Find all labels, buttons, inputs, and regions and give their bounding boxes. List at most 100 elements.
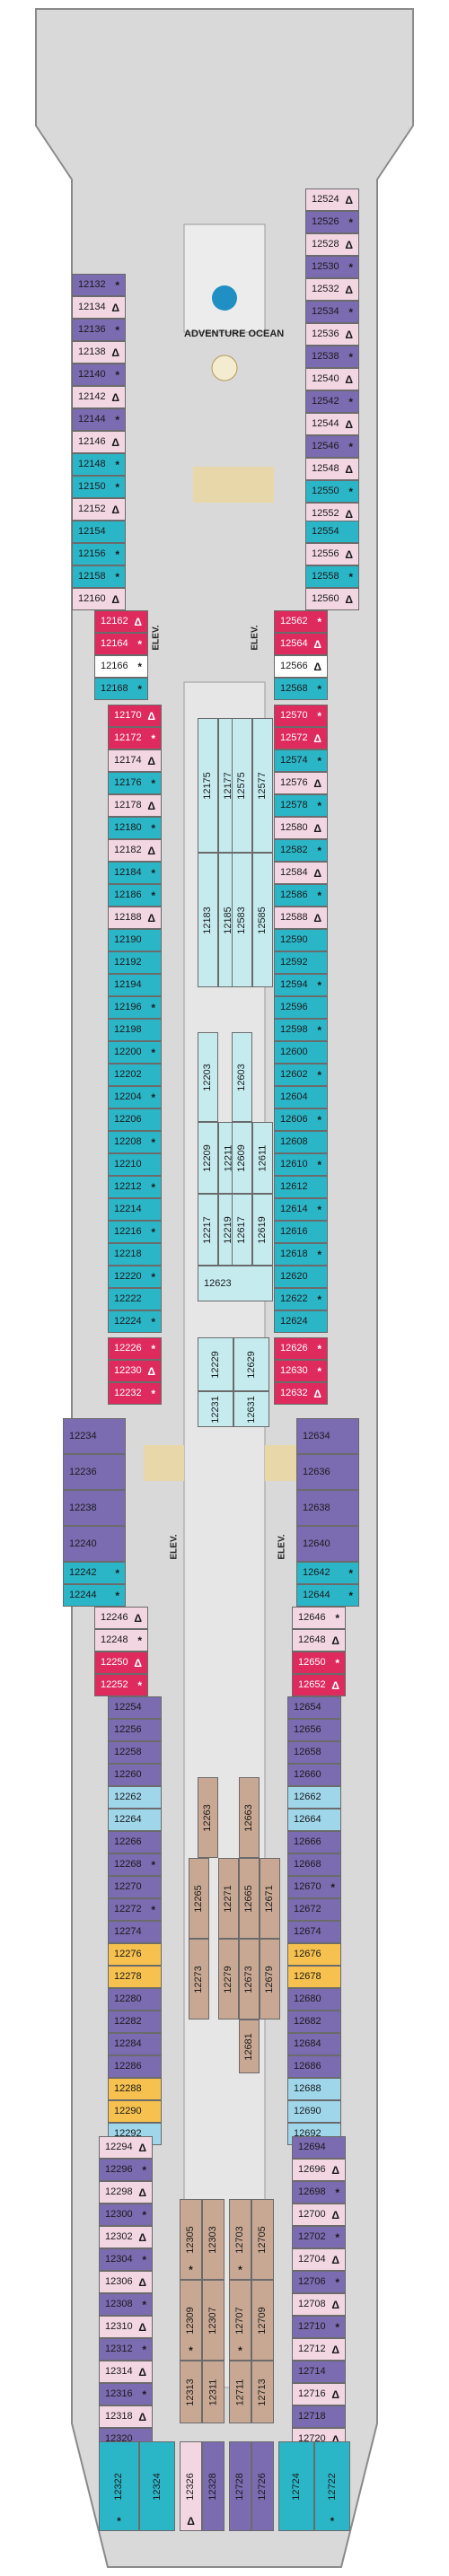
cabin-12662[interactable]: 12662 — [287, 1786, 341, 1809]
cabin-12682[interactable]: 12682 — [287, 2011, 341, 2033]
cabin-12680[interactable]: 12680 — [287, 1988, 341, 2011]
cabin-12726[interactable]: 12726 — [251, 2441, 274, 2531]
cabin-12681[interactable]: 12681 — [239, 2020, 260, 2073]
cabin-12156[interactable]: 12156* — [72, 543, 126, 565]
cabin-12664[interactable]: 12664 — [287, 1809, 341, 1831]
cabin-12620[interactable]: 12620 — [274, 1266, 328, 1288]
cabin-12728[interactable]: 12728 — [229, 2441, 251, 2531]
cabin-12194[interactable]: 12194 — [108, 974, 162, 996]
cabin-12204[interactable]: 12204* — [108, 1086, 162, 1108]
cabin-12634[interactable]: 12634 — [296, 1418, 359, 1454]
cabin-12618[interactable]: 12618* — [274, 1243, 328, 1266]
cabin-12604[interactable]: 12604 — [274, 1086, 328, 1108]
cabin-12166[interactable]: 12166* — [94, 655, 148, 678]
cabin-12684[interactable]: 12684 — [287, 2033, 341, 2055]
cabin-12300[interactable]: 12300* — [99, 2204, 153, 2226]
cabin-12658[interactable]: 12658 — [287, 1741, 341, 1764]
cabin-12132[interactable]: 12132* — [72, 274, 126, 296]
cabin-12308[interactable]: 12308* — [99, 2293, 153, 2316]
cabin-12186[interactable]: 12186* — [108, 884, 162, 907]
cabin-12224[interactable]: 12224* — [108, 1310, 162, 1333]
cabin-12592[interactable]: 12592 — [274, 951, 328, 974]
cabin-12711[interactable]: 12711 — [229, 2361, 251, 2423]
cabin-12670[interactable]: 12670* — [287, 1876, 341, 1898]
cabin-12577[interactable]: 12577 — [252, 718, 273, 853]
cabin-12286[interactable]: 12286 — [108, 2055, 162, 2078]
cabin-12240[interactable]: 12240 — [63, 1526, 126, 1562]
cabin-12307[interactable]: 12307 — [202, 2280, 224, 2361]
cabin-12288[interactable]: 12288 — [108, 2078, 162, 2100]
cabin-12650[interactable]: 12650* — [292, 1652, 346, 1674]
cabin-12575[interactable]: 12575 — [232, 718, 252, 853]
cabin-12568[interactable]: 12568* — [274, 678, 328, 700]
cabin-12611[interactable]: 12611 — [252, 1122, 273, 1194]
cabin-12282[interactable]: 12282 — [108, 2011, 162, 2033]
cabin-12168[interactable]: 12168* — [94, 678, 148, 700]
cabin-12636[interactable]: 12636 — [296, 1454, 359, 1490]
cabin-12558[interactable]: 12558* — [305, 565, 359, 588]
cabin-12694[interactable]: 12694 — [292, 2136, 346, 2159]
cabin-12274[interactable]: 12274 — [108, 1921, 162, 1943]
cabin-12229[interactable]: 12229 — [198, 1337, 233, 1391]
cabin-12630[interactable]: 12630* — [274, 1360, 328, 1382]
cabin-12622[interactable]: 12622* — [274, 1288, 328, 1310]
cabin-12309[interactable]: 12309* — [180, 2280, 202, 2361]
cabin-12220[interactable]: 12220* — [108, 1266, 162, 1288]
cabin-12150[interactable]: 12150* — [72, 476, 126, 498]
cabin-12210[interactable]: 12210 — [108, 1153, 162, 1176]
cabin-12686[interactable]: 12686 — [287, 2055, 341, 2078]
cabin-12268[interactable]: 12268* — [108, 1853, 162, 1876]
cabin-12198[interactable]: 12198 — [108, 1019, 162, 1041]
cabin-12183[interactable]: 12183 — [198, 853, 218, 987]
cabin-12265[interactable]: 12265 — [189, 1858, 209, 1939]
cabin-12212[interactable]: 12212* — [108, 1176, 162, 1198]
cabin-12617[interactable]: 12617 — [232, 1194, 252, 1266]
cabin-12538[interactable]: 12538* — [305, 346, 359, 368]
cabin-12296[interactable]: 12296* — [99, 2159, 153, 2181]
cabin-12290[interactable]: 12290 — [108, 2100, 162, 2123]
cabin-12200[interactable]: 12200* — [108, 1041, 162, 1064]
cabin-12316[interactable]: 12316* — [99, 2383, 153, 2405]
cabin-12236[interactable]: 12236 — [63, 1454, 126, 1490]
cabin-12606[interactable]: 12606* — [274, 1108, 328, 1131]
cabin-12305[interactable]: 12305* — [180, 2199, 202, 2280]
cabin-12640[interactable]: 12640 — [296, 1526, 359, 1562]
cabin-12703[interactable]: 12703* — [229, 2199, 251, 2280]
cabin-12713[interactable]: 12713 — [251, 2361, 274, 2423]
cabin-12208[interactable]: 12208* — [108, 1131, 162, 1153]
cabin-12313[interactable]: 12313 — [180, 2361, 202, 2423]
cabin-12154[interactable]: 12154 — [72, 521, 126, 543]
cabin-12279[interactable]: 12279 — [218, 1939, 239, 2020]
cabin-12231[interactable]: 12231 — [198, 1391, 233, 1427]
cabin-12609[interactable]: 12609 — [232, 1122, 252, 1194]
cabin-12724[interactable]: 12724 — [278, 2441, 314, 2531]
cabin-12254[interactable]: 12254 — [108, 1696, 162, 1719]
cabin-12702[interactable]: 12702* — [292, 2226, 346, 2248]
cabin-12218[interactable]: 12218 — [108, 1243, 162, 1266]
cabin-12266[interactable]: 12266 — [108, 1831, 162, 1853]
cabin-12638[interactable]: 12638 — [296, 1490, 359, 1526]
cabin-12216[interactable]: 12216* — [108, 1221, 162, 1243]
cabin-12582[interactable]: 12582* — [274, 839, 328, 862]
cabin-12624[interactable]: 12624 — [274, 1310, 328, 1333]
cabin-12190[interactable]: 12190 — [108, 929, 162, 951]
cabin-12688[interactable]: 12688 — [287, 2078, 341, 2100]
cabin-12262[interactable]: 12262 — [108, 1786, 162, 1809]
cabin-12176[interactable]: 12176* — [108, 772, 162, 794]
cabin-12526[interactable]: 12526* — [305, 211, 359, 233]
